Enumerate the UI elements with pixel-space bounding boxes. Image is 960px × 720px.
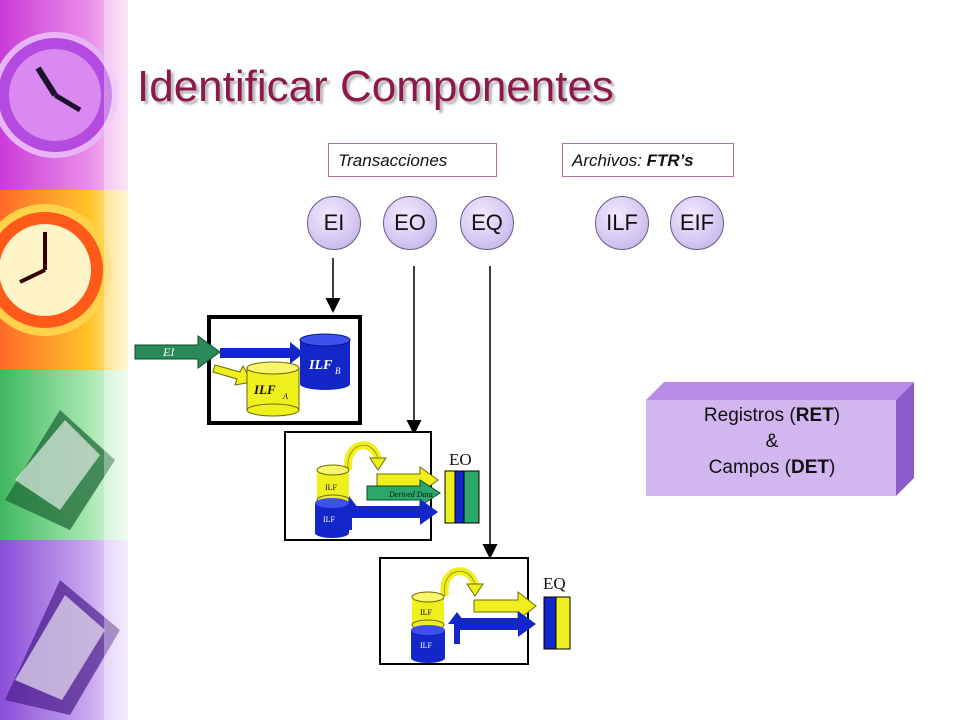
circle-eif: EIF bbox=[670, 196, 724, 250]
summary-line-1-bold: RET bbox=[795, 405, 834, 426]
eq-ilf-top-label: ILF bbox=[420, 608, 433, 617]
ilf-a-subscript: A bbox=[282, 392, 288, 401]
eo-ilf-top-label: ILF bbox=[325, 483, 338, 492]
files-label-prefix: Archivos: bbox=[572, 151, 647, 170]
summary-line-3-prefix: Campos ( bbox=[708, 457, 792, 478]
summary-line-1: Registros (RET) bbox=[648, 403, 896, 429]
summary-line-3: Campos (DET) bbox=[648, 455, 896, 481]
summary-line-1-suffix: ) bbox=[833, 405, 841, 426]
summary-line-3-suffix: ) bbox=[829, 457, 836, 478]
circle-ilf: ILF bbox=[595, 196, 649, 250]
ei-arrow-label: EI bbox=[162, 345, 175, 359]
transactions-label: Transacciones bbox=[328, 143, 497, 177]
ilf-a-label: ILF bbox=[253, 382, 276, 397]
eo-output-report-icon bbox=[444, 470, 480, 524]
files-label-bold: FTR’s bbox=[646, 151, 694, 170]
files-label: Archivos: FTR’s bbox=[562, 143, 734, 177]
eq-title: EQ bbox=[543, 574, 566, 593]
ilf-b-label: ILF bbox=[308, 358, 333, 373]
eo-panel: Derived Data ILF ILF EO bbox=[284, 431, 480, 541]
summary-line-1-prefix: Registros ( bbox=[703, 405, 796, 426]
eq-output-report-icon bbox=[543, 596, 571, 650]
eq-panel: ILF ILF EQ bbox=[379, 557, 571, 665]
eq-ilf-bottom-label: ILF bbox=[420, 641, 433, 650]
circle-eq: EQ bbox=[460, 196, 514, 250]
decorative-sidebar bbox=[0, 0, 128, 720]
ei-arrow-icon bbox=[134, 335, 221, 369]
summary-line-2: & bbox=[765, 431, 779, 452]
eo-ilf-blue-cylinder-icon bbox=[315, 498, 349, 538]
page-title: Identificar Componentes bbox=[137, 62, 614, 111]
summary-3d-box bbox=[646, 382, 914, 496]
eo-title: EO bbox=[449, 450, 472, 469]
ilf-b-subscript: B bbox=[335, 366, 341, 376]
circle-eo: EO bbox=[383, 196, 437, 250]
ei-panel: EI ILF B ILF A bbox=[134, 315, 362, 425]
circle-ei: EI bbox=[307, 196, 361, 250]
ilf-b-cylinder-icon bbox=[299, 333, 351, 390]
eq-ilf-blue-cylinder-icon bbox=[411, 625, 445, 663]
ilf-a-cylinder-icon bbox=[246, 361, 300, 417]
summary-line-3-bold: DET bbox=[791, 457, 830, 478]
derived-data-label: Derived Data bbox=[388, 490, 433, 499]
summary-box-text: Registros (RET) & Campos (DET) bbox=[648, 403, 896, 481]
eo-ilf-bottom-label: ILF bbox=[323, 515, 336, 524]
